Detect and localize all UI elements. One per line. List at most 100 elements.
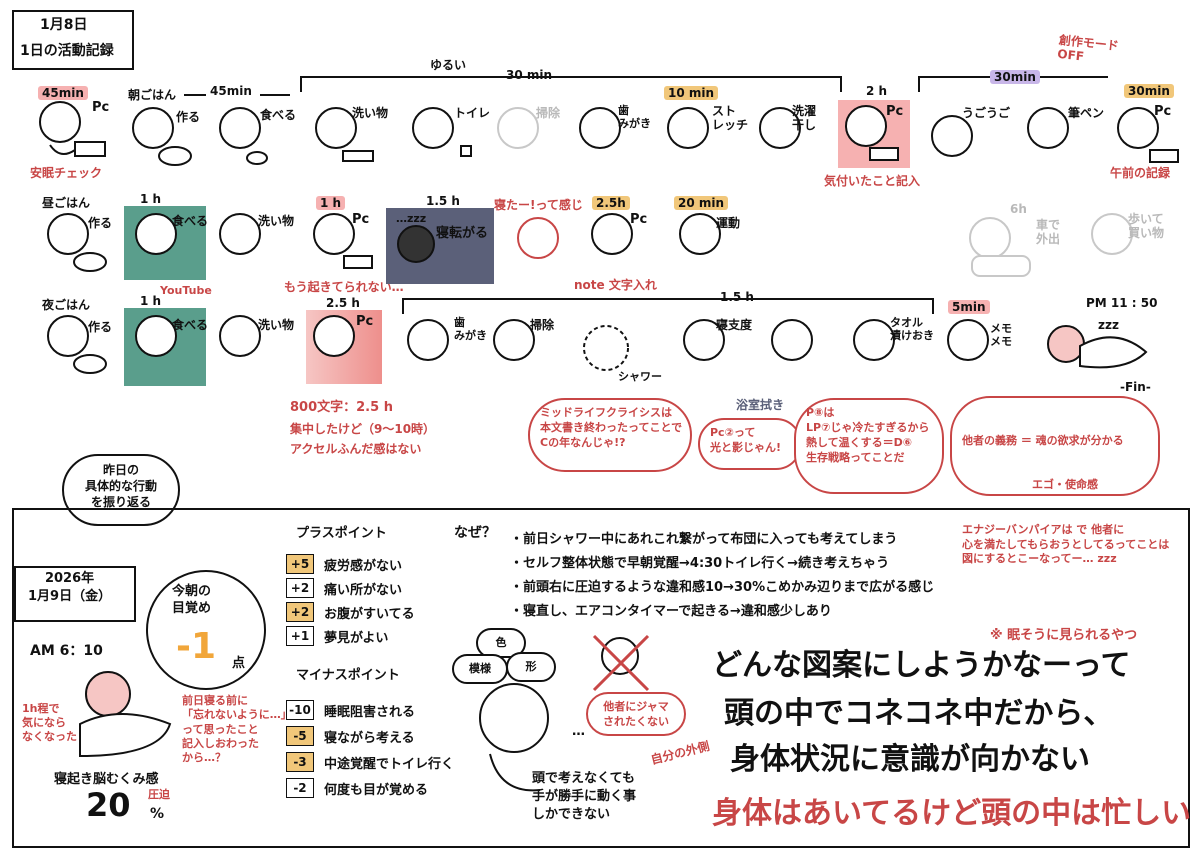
ugo-bracket-left xyxy=(918,76,920,92)
dinner-eat-label: 食べる xyxy=(172,318,209,332)
figure-towel xyxy=(853,319,895,361)
nap-time: 1.5 h xyxy=(426,194,460,208)
cloud-other-a: 他者の義務 ＝ 魂の欲求が分かる xyxy=(962,433,1124,447)
note-input-label: note 文字入れ xyxy=(574,278,657,292)
figure-wake xyxy=(79,671,172,758)
reason-item: ・セルフ整体状態で早朝覚醒→4:30トイレ行く→続き考えちゃう xyxy=(510,556,890,571)
header-title: 1日の活動記録 xyxy=(20,43,114,59)
eat-time: 45min xyxy=(210,84,252,98)
figure-dinner-eat xyxy=(135,315,177,357)
big-line-4: 身体はあいてるけど頭の中は忙しい xyxy=(712,796,1192,831)
cloud-other: 他者の義務 ＝ 魂の欲求が分かる エゴ・使命感 エナジーバンパイアは で 他者に… xyxy=(950,396,1169,565)
head-cloud-color: 色 xyxy=(476,628,526,658)
score-title: 今朝の 目覚め xyxy=(172,584,212,616)
dots-bubble: … xyxy=(572,724,585,739)
header-box xyxy=(12,10,134,70)
plus-text: 疲労感がない xyxy=(324,558,403,574)
eat-connector xyxy=(260,94,290,96)
minus-row: -3 中途覚醒でトイレ行く xyxy=(286,752,454,772)
focus-label: 集中したけど（9～10時） xyxy=(290,422,436,436)
plus-row: +5 疲労感がない xyxy=(286,554,402,574)
figure-row3-pc xyxy=(313,315,355,357)
bath-wipe-label: 浴室拭き xyxy=(736,398,785,412)
minus-text: 中途覚醒でトイレ行く xyxy=(324,756,455,772)
minus-row: -10 睡眠阻害される xyxy=(286,700,415,720)
figure-dishes xyxy=(315,107,374,162)
cloud-midlife: ミッドライフクライシスは 本文書き終わったってことで Cの年なんじゃ!? xyxy=(528,398,692,472)
wake-time: AM 6：10 xyxy=(30,643,103,659)
ugouge-label: うごうご xyxy=(962,106,1011,120)
sleep-zzz: zzz xyxy=(1098,318,1119,332)
figure-row2-pc xyxy=(313,213,373,269)
pc3-label: Pc xyxy=(1154,104,1172,119)
minus-badge: -10 xyxy=(286,700,314,720)
dinner-dishes-label: 洗い物 xyxy=(258,318,295,332)
prep-label: 寝支度 xyxy=(716,318,753,332)
date-box xyxy=(14,566,136,622)
dinner-cook-label: 作る xyxy=(88,320,113,334)
stretch-label: スト レッチ xyxy=(712,104,749,133)
big-line-3: 身体状況に意識が向かない xyxy=(730,742,1090,777)
tooth-time-tag: 10 min xyxy=(664,86,719,100)
sleepy-note: ※ 眠そうに見られるやつ xyxy=(990,628,1138,643)
chars-label: 800文字：2.5 h xyxy=(290,400,393,415)
figure-pc-1 xyxy=(39,101,106,157)
row3-bracket-right xyxy=(932,298,934,314)
morning-record-label: 午前の記録 xyxy=(1110,166,1171,180)
exercise-label: 運動 xyxy=(716,216,741,230)
figure-pc-3 xyxy=(1117,107,1179,163)
cook-label: 作る xyxy=(176,110,201,124)
minus-badge: -5 xyxy=(286,726,314,746)
minus-badge: -3 xyxy=(286,752,314,772)
minus-text: 寝ながら考える xyxy=(324,730,415,746)
yurui-label: ゆるい xyxy=(430,58,467,72)
minus-title: マイナスポイント xyxy=(296,668,400,683)
head-cloud-pattern: 模様 xyxy=(452,654,508,684)
figure-stretch xyxy=(667,107,709,149)
lunch-oneh: 1 h xyxy=(140,192,162,206)
figure-sleep xyxy=(1047,325,1148,369)
header-date: 1月8日 xyxy=(40,17,88,33)
score-unit: 点 xyxy=(232,656,246,671)
plus-badge: +5 xyxy=(286,554,314,574)
no-disturb-cloud: 他者にジャマ されたくない xyxy=(586,692,686,736)
lunch-dishes-label: 洗い物 xyxy=(258,214,295,228)
pressure-label: 圧迫 xyxy=(148,788,170,801)
figure-shower xyxy=(583,325,629,371)
body-note: 頭で考えなくても 手が勝手に動く事 しかできない xyxy=(532,771,637,823)
minus-badge: -2 xyxy=(286,778,314,798)
big-line-1: どんな図案にしようかなーって xyxy=(712,648,1131,683)
row3-bracket-left xyxy=(402,298,404,314)
figure-pen xyxy=(1027,107,1069,149)
shower-label: シャワー xyxy=(618,370,662,383)
figure-ugouge xyxy=(931,115,973,157)
plus-badge: +2 xyxy=(286,602,314,622)
pen-label: 筆ペン xyxy=(1068,106,1105,120)
why-label: なぜ？ xyxy=(454,525,496,541)
figure-laundry xyxy=(759,107,801,149)
note-1h: 1h程で 気になら なくなった xyxy=(22,702,77,743)
memo-tag: 5min xyxy=(948,300,990,314)
figure-row3-tooth xyxy=(407,319,449,361)
cloud-other-b: エゴ・使命感 xyxy=(1032,478,1098,492)
plus-text: 夢見がよい xyxy=(324,630,389,646)
reason-item: ・寝直し、エアコンタイマーで起きる→違和感少しあり xyxy=(510,604,832,619)
pc-label: Pc xyxy=(92,100,110,115)
car-label: 車で 外出 xyxy=(1036,218,1061,247)
breakfast-label: 朝ごはん xyxy=(128,88,177,102)
row3-pc-label: Pc xyxy=(356,314,374,329)
score-value: -1 xyxy=(176,626,216,667)
youtube-label: YouTube xyxy=(160,284,212,297)
minus-row: -5 寝ながら考える xyxy=(286,726,415,746)
figure-dinner-cook xyxy=(47,315,107,374)
plus-text: 痛い所がない xyxy=(324,582,403,598)
figure-clean xyxy=(497,107,539,149)
cloud-p8: P⑧は LP⑦じゃ冷たすぎるから 熱して温くする＝D⑥ 生存戦略ってことだ xyxy=(794,398,944,494)
nap-label: 寝転がる xyxy=(436,226,489,241)
towel-label: タオル 漬けおき xyxy=(890,316,934,343)
minus-text: 睡眠阻害される xyxy=(324,704,416,720)
lunch-label: 昼ごはん xyxy=(42,196,91,210)
row3-pc-time: 2.5 h xyxy=(326,296,360,310)
